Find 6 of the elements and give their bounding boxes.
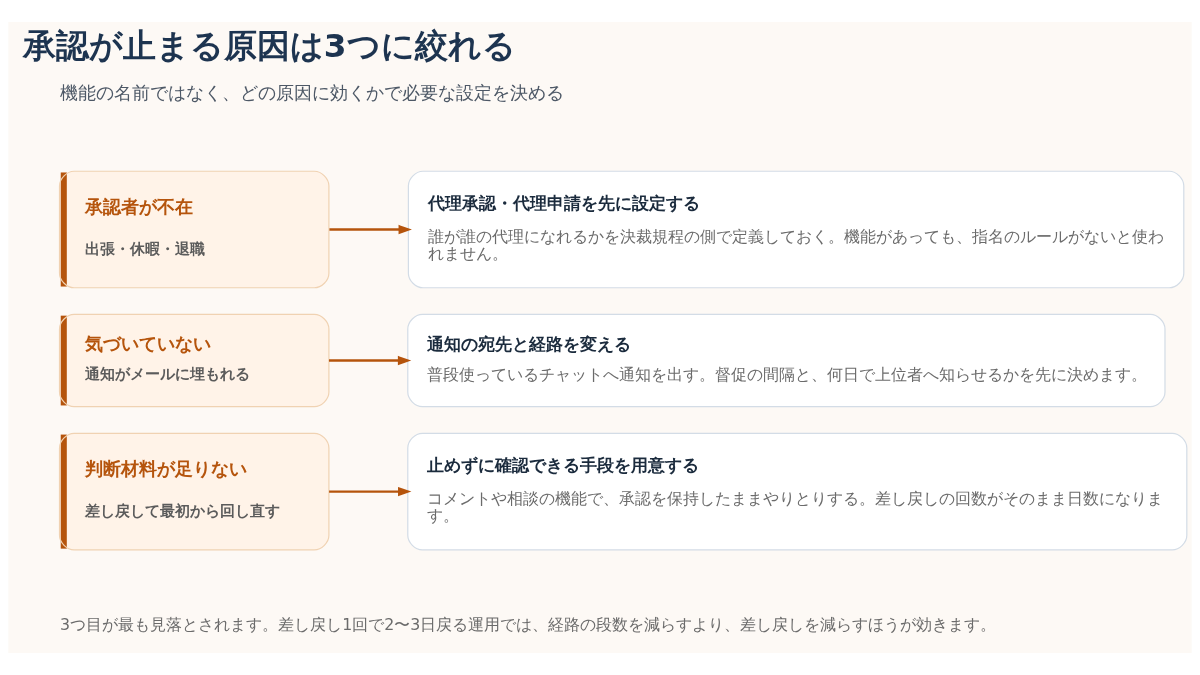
arrow [329, 486, 412, 497]
label: 3つ目が最も見落とされます。差し戻し1回で2〜3日戻る運用では、経路の段数を減らすより、差し戻しを減らすほうが効きます。 [60, 615, 997, 635]
label: 機能の名前ではなく、どの原因に効くかで必要な設定を決める [60, 83, 565, 104]
diagram-title: 承認が止まる原因は3つに絞れる [22, 26, 516, 65]
arrow [329, 224, 412, 235]
arrow [328, 355, 412, 366]
